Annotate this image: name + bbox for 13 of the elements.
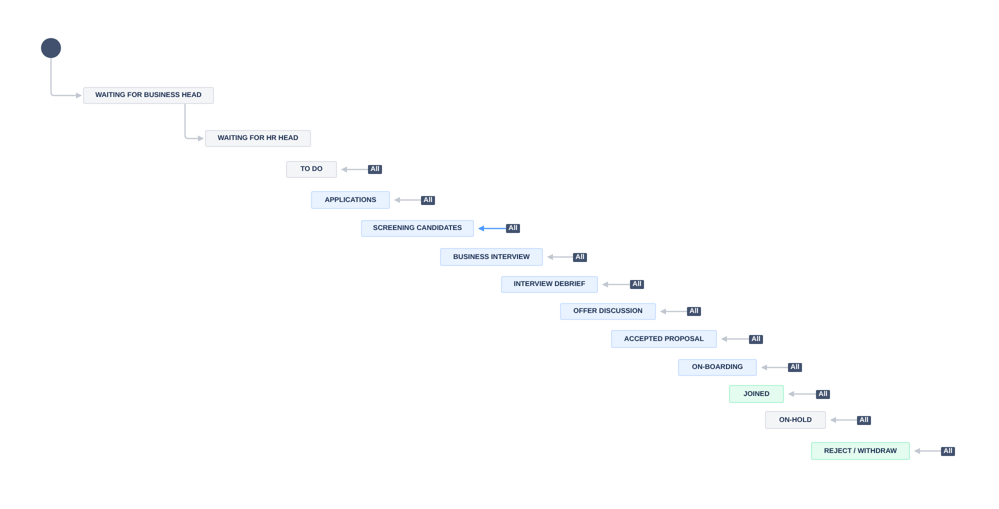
arrow <box>660 308 687 314</box>
arrow <box>788 391 816 397</box>
arrow <box>184 104 204 142</box>
arrow <box>50 58 82 98</box>
arrow <box>830 417 857 423</box>
arrow <box>478 226 506 232</box>
arrow <box>602 282 630 288</box>
arrow <box>341 166 368 172</box>
arrow <box>721 336 749 342</box>
arrow <box>394 197 421 203</box>
arrow <box>547 254 573 260</box>
arrow <box>761 364 788 370</box>
arrow <box>914 448 941 454</box>
